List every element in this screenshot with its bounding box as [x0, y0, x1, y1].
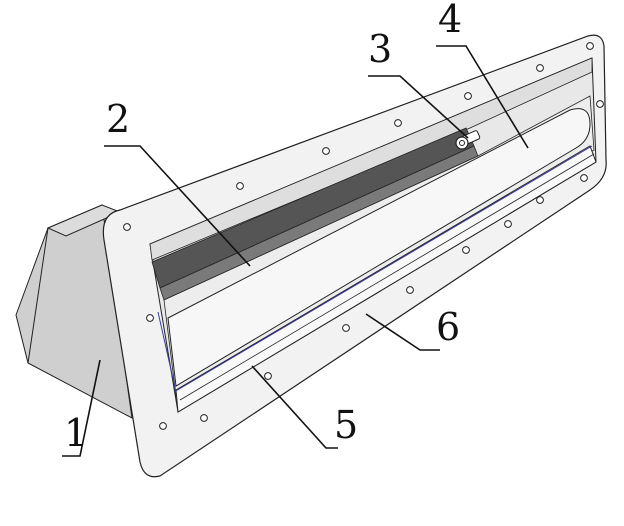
bolt-hole — [322, 147, 330, 155]
leader-lines — [62, 45, 529, 457]
bolt-hole — [464, 92, 472, 100]
front-cover — [157, 145, 597, 413]
bolt-hole — [536, 196, 544, 204]
bolt-hole — [159, 422, 167, 430]
mounting-bolts — [123, 42, 604, 430]
callout-2: 2 — [106, 97, 130, 141]
leader-1 — [62, 359, 101, 457]
leader-5 — [251, 365, 338, 449]
uv-tube — [167, 108, 591, 387]
bolt-hole — [586, 42, 594, 50]
bolt-hole — [200, 414, 208, 422]
leader-3 — [368, 75, 469, 139]
bolt-hole — [504, 220, 512, 228]
housing-edge — [27, 227, 49, 364]
bolt-hole — [462, 246, 470, 254]
callout-5: 5 — [334, 403, 358, 447]
bolt-hole — [406, 286, 414, 294]
electrode-fitting — [455, 130, 481, 150]
bolt-hole — [394, 119, 402, 127]
bolt-hole — [342, 324, 350, 332]
callout-4: 4 — [438, 0, 462, 41]
bolt-hole — [236, 182, 244, 190]
rail-line-upper — [173, 145, 593, 393]
cover-plate — [175, 145, 597, 413]
callout-1: 1 — [64, 411, 88, 455]
tube-edge-line — [157, 311, 177, 393]
callout-3: 3 — [368, 27, 392, 71]
cavity-back-wall — [149, 57, 593, 261]
bolt-hole — [580, 174, 588, 182]
bolt-hole — [536, 64, 544, 72]
leader-4 — [436, 45, 529, 149]
leader-2 — [104, 145, 251, 267]
bolt-hole — [146, 314, 154, 322]
bolt-hole — [596, 100, 604, 108]
bolt-hole — [264, 372, 272, 380]
leader-6 — [365, 313, 440, 351]
bolt-hole — [123, 223, 131, 231]
callout-6: 6 — [436, 305, 460, 349]
callout-labels: 1 2 3 4 5 6 — [64, 0, 462, 455]
rail-line-lower — [179, 153, 595, 401]
